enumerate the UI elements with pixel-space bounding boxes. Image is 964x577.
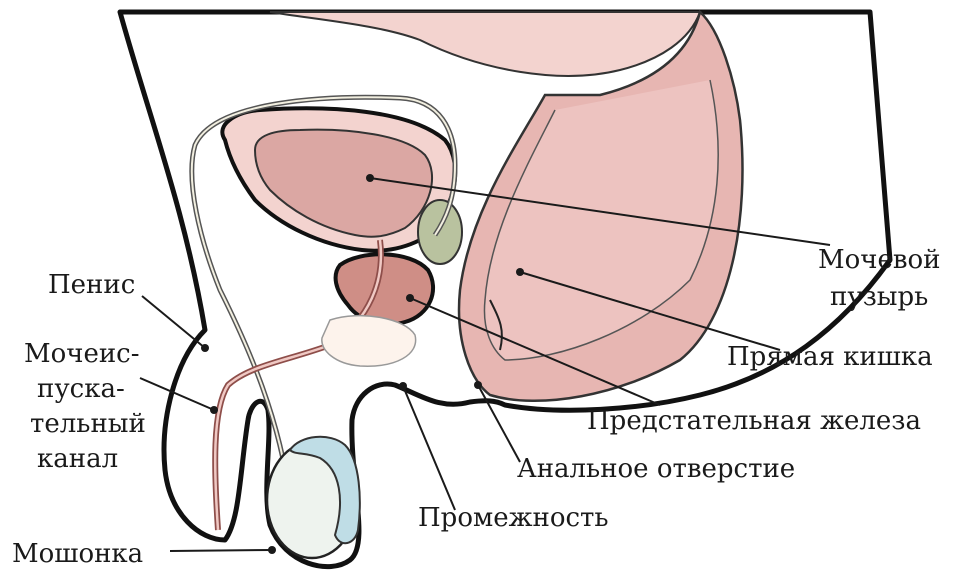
label-rectum: Прямая кишка [727, 342, 933, 372]
label-perineum: Промежность [418, 503, 609, 533]
bladder-dot [366, 174, 374, 182]
label-scrotum: Мошонка [12, 539, 143, 569]
rectum-dot [516, 268, 524, 276]
seminal-vesicle [418, 200, 462, 264]
perineum-dot [399, 382, 407, 390]
label-urethra-4: канал [37, 444, 118, 474]
scrotum-leader [170, 550, 272, 551]
penis-leader [142, 296, 205, 348]
label-bladder: Мочевой [818, 245, 940, 275]
penis-dot [201, 344, 209, 352]
label-prostate: Предстательная железа [587, 406, 921, 436]
anus-dot [474, 381, 482, 389]
label-urethra-2: пуска- [37, 374, 125, 404]
prostate-shape [336, 254, 433, 324]
scrotum-dot [268, 546, 276, 554]
label-bladder-2: пузырь [830, 282, 928, 312]
label-urethra-3: тельный [30, 409, 146, 439]
label-urethra-1: Мочеис- [24, 339, 140, 369]
label-anus: Анальное отверстие [517, 454, 795, 484]
penile-bulb [322, 316, 416, 367]
intestine-region [270, 12, 700, 76]
urethra-dot [210, 406, 218, 414]
label-penis: Пенис [48, 270, 135, 300]
prostate-dot [406, 294, 414, 302]
